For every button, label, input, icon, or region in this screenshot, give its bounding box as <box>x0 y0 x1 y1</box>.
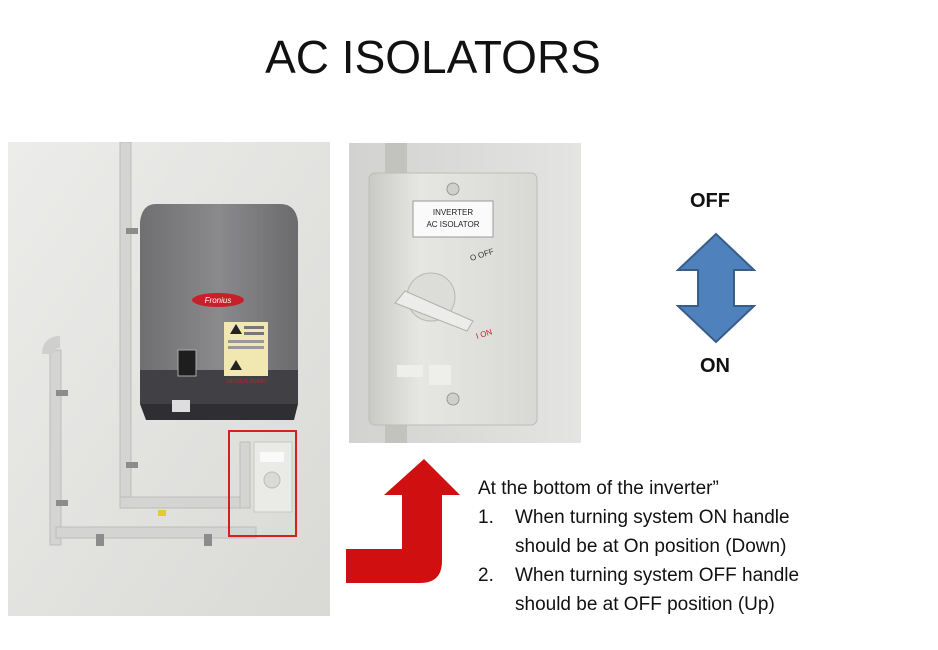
red-pointer-arrow-icon <box>346 459 460 583</box>
list-item-line2: should be at On position (Down) <box>515 536 787 557</box>
isolator-closeup-photo: INVERTER AC ISOLATOR O OFF I ON <box>349 143 581 443</box>
inverter-model-text: FRONIUS PRIMO <box>226 379 266 385</box>
inverter-photo: Fronius FRONIUS PRIMO <box>8 142 330 616</box>
list-item: 2. When turning system OFF handle should… <box>478 561 898 619</box>
list-item: 1. When turning system ON handle should … <box>478 503 898 561</box>
list-item-number: 1. <box>478 507 494 528</box>
up-down-arrow-icon <box>676 232 756 344</box>
list-item-line1: When turning system OFF handle <box>515 565 800 586</box>
instructions-block: At the bottom of the inverter” 1. When t… <box>478 474 898 619</box>
slide-title: AC ISOLATORS <box>265 31 601 83</box>
isolator-sign-line2: AC ISOLATOR <box>426 220 479 229</box>
on-label: ON <box>700 355 730 377</box>
list-item-line1: When turning system ON handle <box>515 507 790 528</box>
inverter-brand-text: Fronius <box>205 296 232 305</box>
isolator-illustration: INVERTER AC ISOLATOR O OFF I ON <box>349 143 581 443</box>
inverter-illustration: Fronius FRONIUS PRIMO <box>8 142 330 616</box>
list-item-line2: should be at OFF position (Up) <box>515 594 775 615</box>
off-label: OFF <box>690 190 730 212</box>
isolator-sign-line1: INVERTER <box>433 208 474 217</box>
isolator-highlight-box <box>228 430 297 537</box>
list-item-number: 2. <box>478 565 494 586</box>
instructions-lead: At the bottom of the inverter” <box>478 478 719 499</box>
instructions-list: 1. When turning system ON handle should … <box>478 503 898 619</box>
